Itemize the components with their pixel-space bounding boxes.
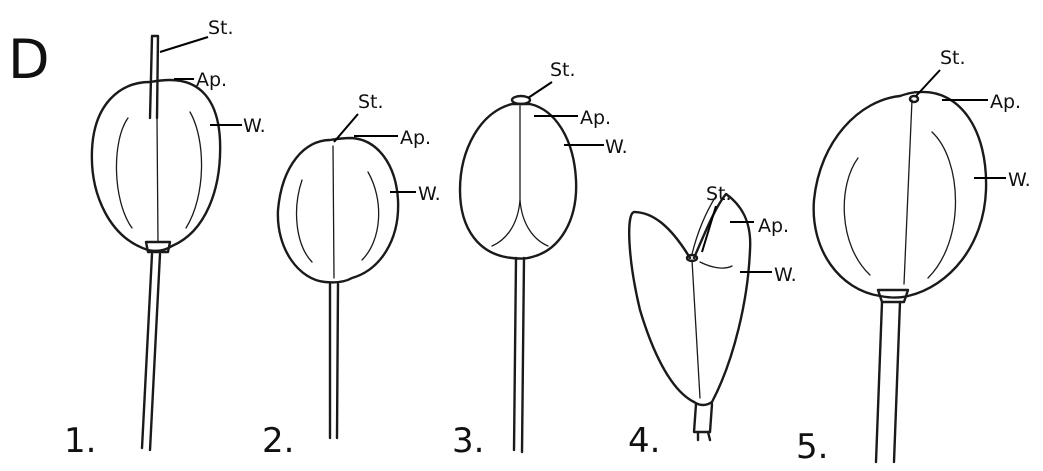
specimen-1-apex-label: Ap. xyxy=(196,69,227,91)
specimen-5: St. Ap. W. 5. xyxy=(796,47,1031,467)
specimen-5-stigma-label: St. xyxy=(940,47,966,69)
specimen-5-wing-label: W. xyxy=(1008,169,1031,191)
specimen-4-wing-label: W. xyxy=(774,264,797,286)
specimen-3: St. Ap. W. 3. xyxy=(452,59,628,461)
specimen-2-drawing xyxy=(278,138,398,438)
specimen-2-apex-label: Ap. xyxy=(400,127,431,149)
specimen-3-stigma-label: St. xyxy=(550,59,576,81)
specimen-1-stigma-label: St. xyxy=(208,17,234,39)
specimen-4-number: 4. xyxy=(628,421,660,461)
specimen-1-drawing xyxy=(92,36,220,450)
specimen-1: St. Ap. W. 1. xyxy=(64,17,266,461)
specimen-4-apex-label: Ap. xyxy=(758,215,789,237)
specimen-2: St. Ap. W. 2. xyxy=(262,91,441,461)
specimen-2-number: 2. xyxy=(262,421,294,461)
specimen-2-wing-label: W. xyxy=(418,183,441,205)
specimen-3-number: 3. xyxy=(452,421,484,461)
panel-letter: D xyxy=(8,28,50,91)
specimen-3-drawing xyxy=(460,96,576,452)
specimen-1-number: 1. xyxy=(64,421,96,461)
specimen-4: St. Ap. W. 4. xyxy=(628,183,797,461)
specimen-1-wing-label: W. xyxy=(243,115,266,137)
specimen-5-drawing xyxy=(814,92,986,462)
specimen-5-apex-label: Ap. xyxy=(990,91,1021,113)
specimen-5-number: 5. xyxy=(796,427,828,467)
specimen-4-stigma-label: St. xyxy=(706,183,732,205)
specimen-2-stigma-label: St. xyxy=(358,91,384,113)
specimen-3-wing-label: W. xyxy=(605,136,628,158)
specimen-3-apex-label: Ap. xyxy=(580,107,611,129)
specimen-4-drawing xyxy=(629,194,750,440)
